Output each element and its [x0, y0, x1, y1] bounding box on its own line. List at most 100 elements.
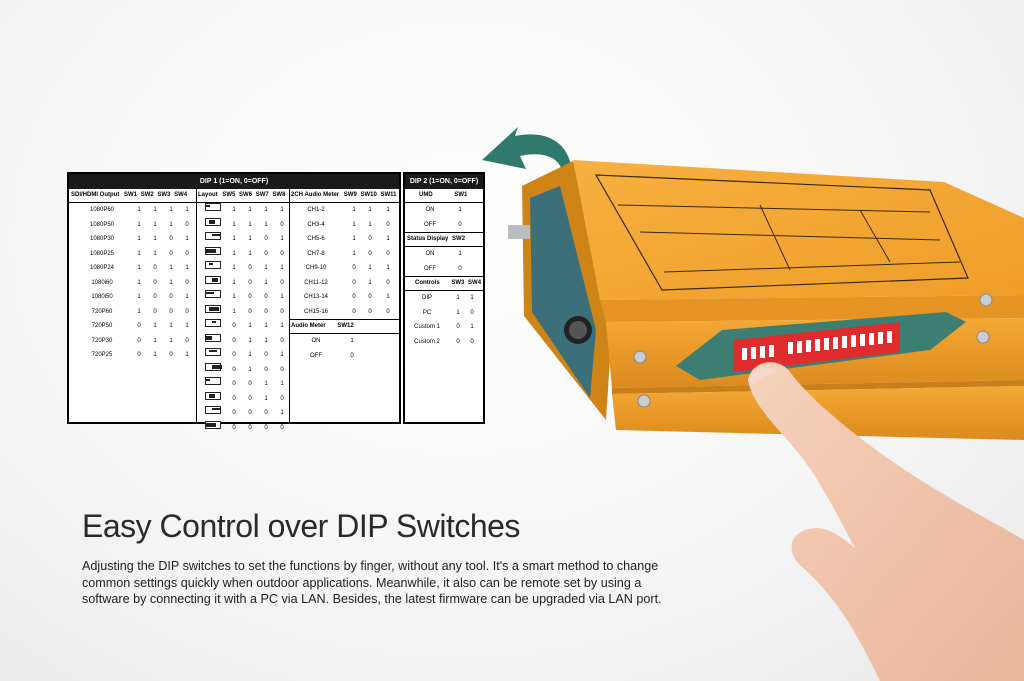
layout-row-cell: 0 — [264, 294, 268, 300]
audio-header-sw11: SW11 — [380, 192, 397, 198]
controls-header-sw4: SW4 — [468, 280, 482, 286]
output-row-cell: 720P50 — [91, 323, 113, 329]
dip2-title: DIP 2 (1=ON, 0=OFF) — [405, 174, 483, 189]
layout-row-cell: 1 — [280, 236, 284, 242]
layout-row-cell: 0 — [232, 395, 236, 402]
umd-header: UMD SW1 — [405, 189, 483, 203]
hand-image — [748, 362, 1024, 681]
audio-row-cell: 0 — [368, 250, 372, 257]
audio-meter-row-cell: 0 — [350, 352, 354, 359]
output-row-cell: 720P25 — [91, 352, 113, 358]
layout-row-cell: 1 — [280, 294, 284, 300]
audio-row-cell: CH1-2 — [307, 207, 325, 213]
output-row-cell: 1 — [137, 308, 141, 315]
layout-header: Layout SW5 SW6 SW7 SW8 — [196, 189, 289, 203]
layout-row-cell: 0 — [264, 424, 268, 431]
layout-row-cell: 0 — [248, 424, 252, 431]
audio-row-cell: 1 — [368, 279, 372, 286]
layout-row-cell: 1 — [248, 207, 252, 213]
output-row-cell: 0 — [185, 337, 189, 344]
output-row-cell: 1 — [137, 236, 141, 242]
layout-icon — [205, 319, 221, 327]
layout-row-cell: 1 — [264, 381, 268, 387]
layout-row-cell: 1 — [248, 250, 252, 257]
layout-row-cell: 0 — [248, 265, 252, 271]
output-row-cell: 0 — [137, 337, 141, 344]
output-row-cell: 1 — [169, 265, 173, 271]
layout-row-cell: 0 — [248, 395, 252, 402]
layout-row-cell: 1 — [280, 381, 284, 387]
controls-row-cell: 0 — [456, 324, 460, 330]
output-row-cell: 1 — [153, 250, 157, 257]
status-header-label: Status Display — [407, 236, 449, 242]
audio-row-cell: 1 — [368, 221, 372, 228]
output-row-cell: 0 — [153, 279, 157, 286]
layout-row-cell: 0 — [280, 279, 284, 286]
layout-row-cell: 0 — [232, 410, 236, 416]
layout-row-cell: 1 — [280, 265, 284, 271]
audio-row-cell: CH7-8 — [307, 250, 325, 257]
layout-row-cell: 0 — [232, 352, 236, 358]
output-row-cell: 1 — [169, 323, 173, 329]
layout-row-cell: 1 — [280, 207, 284, 213]
layout-row-cell: 1 — [264, 323, 268, 329]
audio-row-cell: 1 — [386, 265, 390, 271]
output-header-label: SDI/HDMI Output — [71, 192, 120, 198]
layout-header-sw6: SW6 — [239, 192, 253, 198]
layout-row-cell: 0 — [280, 308, 284, 315]
output-row-cell: 1 — [137, 250, 141, 257]
output-header-sw1: SW1 — [124, 192, 138, 198]
layout-row-cell: 1 — [232, 294, 236, 300]
layout-icon — [205, 391, 221, 400]
device-image — [508, 160, 1024, 440]
controls-row-cell: 1 — [456, 309, 460, 316]
layout-icon — [205, 203, 221, 211]
layout-row-cell: 0 — [248, 279, 252, 286]
status-row-cell: OFF — [424, 265, 436, 272]
umd-header-label: UMD — [419, 192, 433, 198]
output-row-cell: 1 — [137, 265, 141, 271]
controls-header-label: Controls — [415, 280, 440, 286]
layout-row-cell: 1 — [232, 236, 236, 242]
audio-header-label: 2CH Audio Meter — [291, 192, 340, 198]
audio-row-cell: 0 — [368, 236, 372, 242]
output-row-cell: 0 — [137, 323, 141, 329]
dip1-title: DIP 1 (1=ON, 0=OFF) — [69, 174, 399, 189]
page-title: Easy Control over DIP Switches — [82, 508, 520, 544]
controls-header: Controls SW3 SW4 — [405, 276, 483, 291]
status-header-sw2: SW2 — [452, 236, 466, 242]
layout-row-cell: 1 — [248, 337, 252, 344]
controls-row-cell: Custom 2 — [414, 338, 440, 345]
output-row-cell: 0 — [169, 294, 173, 300]
audio-row-cell: 0 — [386, 279, 390, 286]
layout-icon — [205, 420, 221, 429]
output-row-cell: 1 — [153, 323, 157, 329]
controls-row-cell: 1 — [470, 295, 474, 301]
audio-row-cell: 0 — [352, 294, 356, 300]
output-row-cell: 0 — [185, 250, 189, 257]
audio-row-cell: CH13-14 — [303, 294, 328, 300]
output-row-cell: 1080P25 — [89, 250, 115, 257]
layout-header-sw7: SW7 — [255, 192, 269, 198]
audio-meter-header: Audio Meter SW12 — [289, 319, 399, 334]
umd-row-cell: 0 — [458, 221, 462, 228]
output-row-cell: 0 — [169, 250, 173, 257]
layout-row-cell: 1 — [248, 221, 252, 228]
layout-icon — [205, 362, 222, 371]
